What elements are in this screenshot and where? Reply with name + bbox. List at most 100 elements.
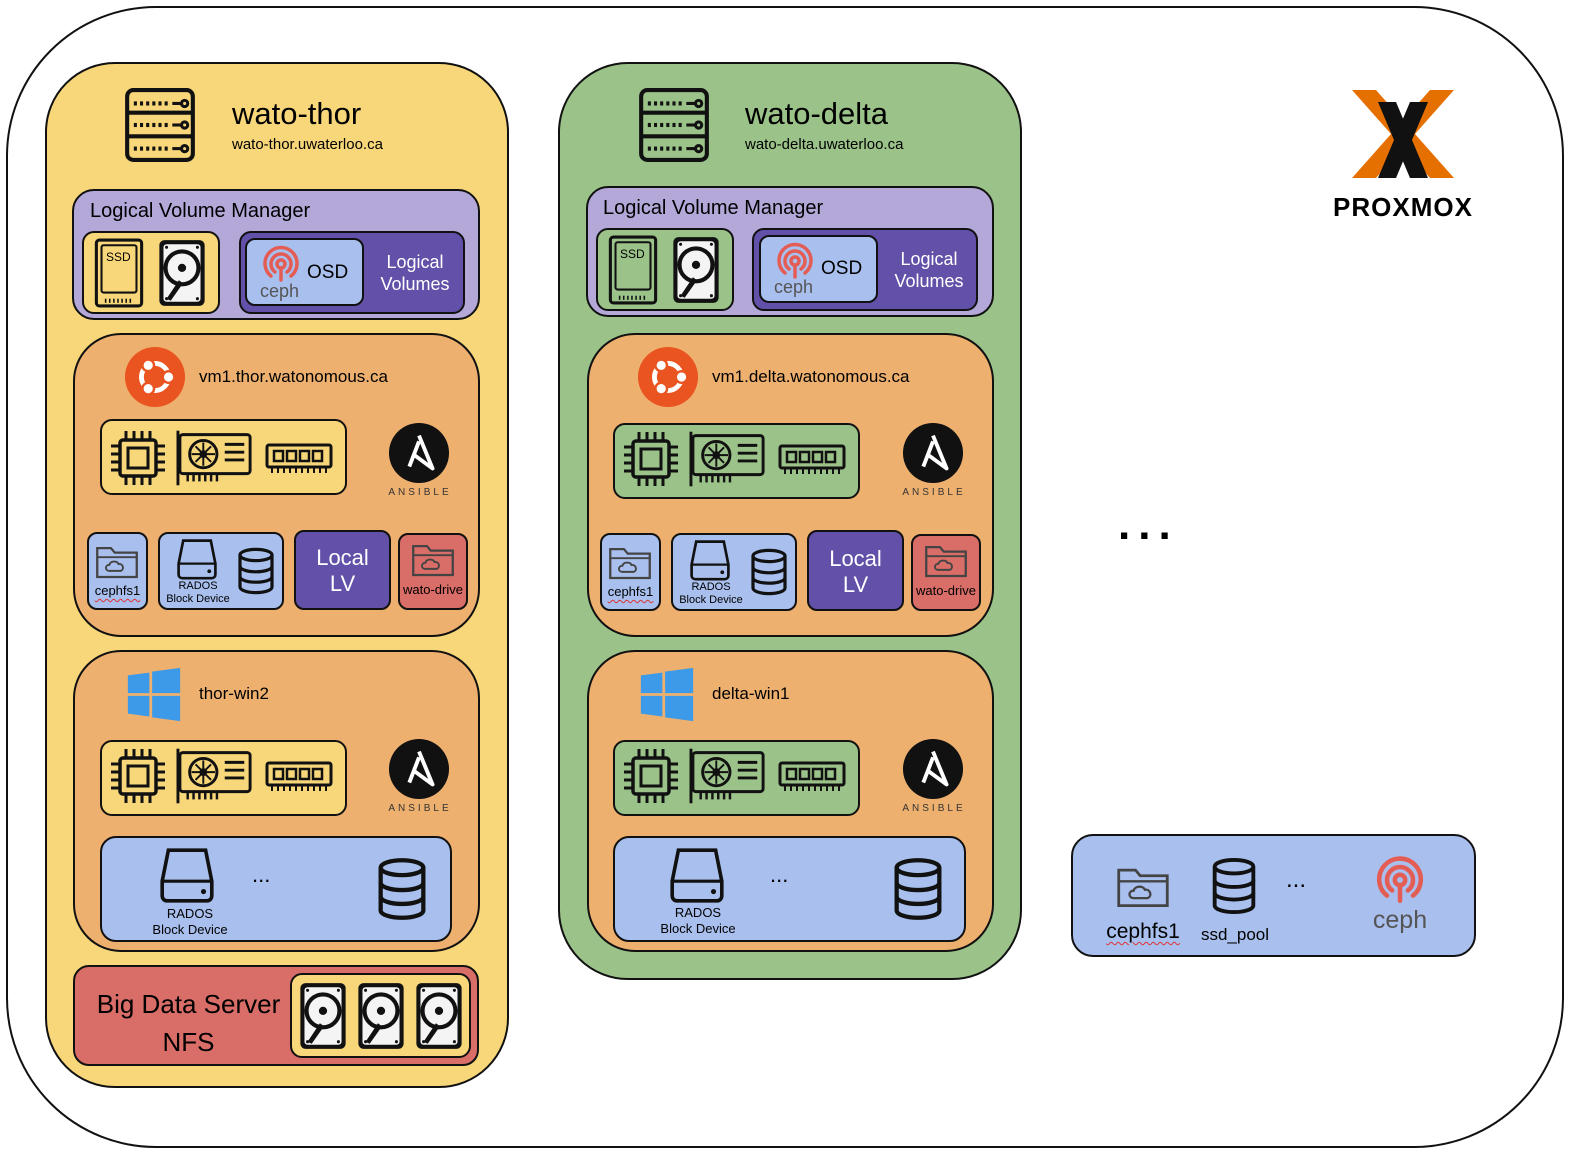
host-title: wato-delta [745, 96, 889, 131]
gpu-icon [689, 746, 767, 806]
gpu-icon [176, 746, 254, 806]
ansible-icon [388, 738, 450, 800]
local-lv-line-2: LV [329, 571, 356, 596]
wato-drive [398, 533, 468, 610]
vm-name: vm1.thor.watonomous.ca [199, 367, 388, 386]
ram-icon [264, 758, 334, 794]
ansible-icon [902, 738, 964, 800]
vm-name: vm1.delta.watonomous.ca [712, 367, 910, 386]
database-icon [236, 547, 276, 595]
cpu-icon [108, 746, 168, 806]
more-pools-ellipsis: ... [1286, 866, 1307, 893]
host-domain: wato-thor.uwaterloo.ca [232, 136, 383, 153]
rados-label-line-1: RADOS [166, 906, 214, 921]
logical-volumes-line-1: Logical [386, 252, 444, 272]
ram-icon [777, 441, 847, 477]
more-devices-ellipsis: ... [252, 862, 271, 887]
cloud-folder-icon [410, 540, 456, 578]
wato-drive-label: wato-drive [403, 582, 463, 597]
logical-volumes-line-2: Volumes [894, 271, 964, 291]
ssd-label: SSD [106, 250, 131, 264]
local-lv-label: Local LV [294, 545, 391, 597]
rados-label-line-2: Block Device [660, 921, 736, 936]
proxmox-x-icon [1352, 90, 1454, 178]
big-data-line-2: NFS [162, 1027, 215, 1057]
cloud-folder-icon [94, 542, 140, 580]
more-devices-ellipsis: ... [770, 862, 789, 887]
windows-icon [125, 667, 183, 723]
ceph-label: ceph [1372, 906, 1428, 934]
rados-label-line-2: Block Device [166, 593, 230, 605]
ssd-icon [606, 234, 660, 306]
ansible-label: ANSIBLE [388, 803, 452, 814]
local-lv-line-2: LV [842, 572, 869, 597]
ceph-icon [1374, 854, 1426, 906]
cloud-folder-icon [607, 543, 653, 581]
database-icon [374, 857, 430, 921]
ansible-icon [388, 422, 450, 484]
server-icon [635, 86, 713, 164]
gpu-icon [689, 429, 767, 489]
gpu-icon [176, 428, 254, 488]
cephfs-label: cephfs1 [607, 584, 654, 599]
ceph-cluster [1071, 834, 1476, 957]
logical-volumes-label: Logical Volumes [884, 248, 974, 292]
osd-label: OSD [307, 262, 349, 283]
host-title: wato-thor [232, 96, 362, 131]
drive-icon [174, 537, 220, 581]
osd-label: OSD [821, 258, 863, 279]
ceph-icon [261, 244, 301, 284]
ansible-label: ANSIBLE [388, 487, 452, 498]
hdd-icon [155, 237, 209, 309]
host-domain: wato-delta.uwaterloo.ca [745, 136, 904, 153]
big-data-line-1: Big Data Server [96, 989, 281, 1019]
proxmox-logo-text: PROXMOX [1333, 192, 1473, 222]
database-icon [1209, 857, 1259, 915]
more-hosts-ellipsis: ... [1118, 500, 1179, 549]
logical-volumes-line-2: Volumes [380, 274, 450, 294]
ansible-label: ANSIBLE [902, 487, 966, 498]
local-lv [807, 530, 904, 611]
ceph-osd [759, 235, 878, 303]
logical-volumes-label: Logical Volumes [370, 251, 460, 295]
rados-label-line-1: RADOS [674, 905, 722, 920]
cloud-folder-icon [1115, 862, 1171, 910]
hdd-icon [354, 980, 408, 1052]
server-icon [121, 86, 199, 164]
ram-icon [264, 440, 334, 476]
vm-name: delta-win1 [712, 684, 790, 703]
local-lv-line-1: Local [316, 545, 369, 570]
ubuntu-icon [124, 346, 186, 408]
cpu-icon [621, 746, 681, 806]
local-lv-label: Local LV [807, 546, 904, 598]
database-icon [749, 548, 789, 596]
hdd-icon [669, 234, 723, 306]
ssd-icon [92, 237, 146, 309]
drive-icon [687, 538, 733, 582]
proxmox-logo: PROXMOX [1318, 84, 1488, 224]
ceph-label: ceph [774, 277, 814, 297]
local-lv-line-1: Local [829, 546, 882, 571]
rados-label-line-1: RADOS [178, 580, 218, 592]
cephfs-label: cephfs1 [1106, 920, 1180, 943]
drive-icon [666, 846, 728, 904]
ceph-icon [775, 241, 815, 281]
wato-drive-label: wato-drive [916, 583, 976, 598]
database-icon [890, 857, 946, 921]
ram-icon [777, 758, 847, 794]
ssd-label: SSD [620, 247, 645, 261]
ceph-osd [245, 238, 364, 306]
rados-label-line-1: RADOS [691, 581, 731, 593]
vm-name: thor-win2 [199, 684, 269, 703]
rados-label: RADOS Block Device [120, 906, 260, 938]
drive-icon [156, 846, 218, 904]
ceph-label: ceph [260, 281, 300, 301]
rados-label: RADOS Block Device [673, 581, 749, 607]
ssd-pool-label: ssd_pool [1200, 925, 1270, 944]
big-data-label: Big Data Server NFS [86, 985, 291, 1061]
ansible-icon [902, 422, 964, 484]
ubuntu-icon [637, 346, 699, 408]
windows-icon [638, 667, 696, 723]
rados-label: RADOS Block Device [628, 905, 768, 937]
cloud-folder-icon [923, 541, 969, 579]
